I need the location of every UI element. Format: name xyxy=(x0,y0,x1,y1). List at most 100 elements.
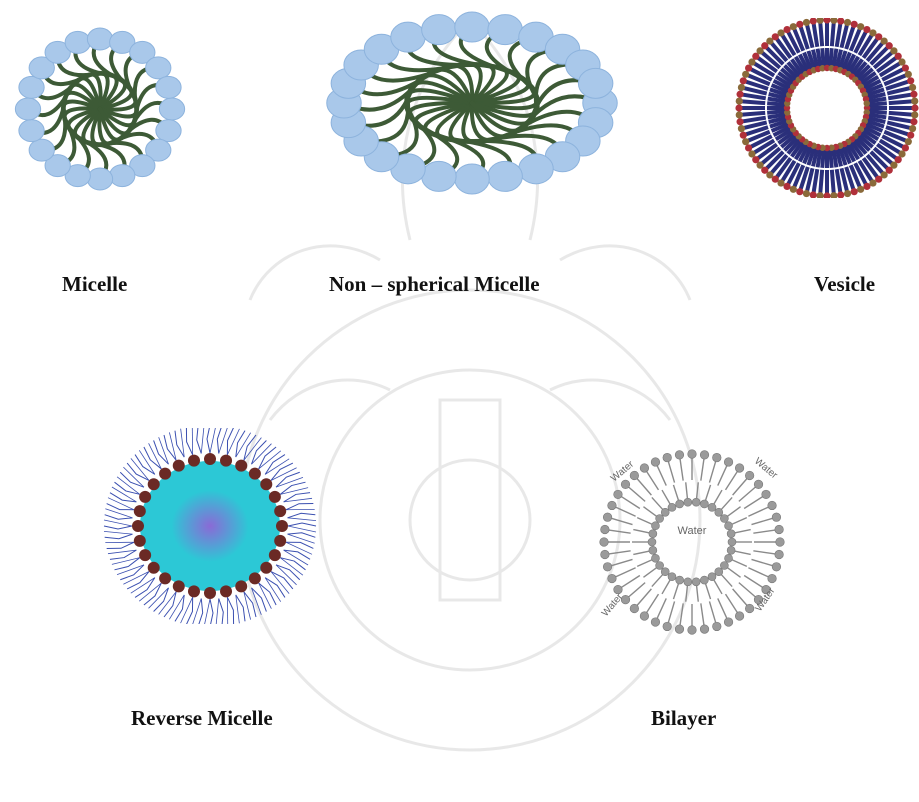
bilayer-head xyxy=(676,576,684,584)
reverse-tail xyxy=(265,455,285,475)
reverse-tail xyxy=(251,588,261,615)
bilayer-tail xyxy=(657,598,666,618)
bilayer-head xyxy=(649,530,657,538)
lipid-tail xyxy=(837,169,841,192)
bilayer-head xyxy=(745,471,754,480)
reverse-tail xyxy=(227,597,233,624)
bilayer-head xyxy=(700,451,709,460)
lipid-tail xyxy=(830,48,831,66)
lipid-tail xyxy=(767,111,785,112)
bilayer-head xyxy=(700,500,708,508)
bilayer-head xyxy=(603,562,612,571)
lipid-head xyxy=(816,18,823,24)
reverse-tail xyxy=(251,440,266,464)
bilayer-head xyxy=(745,604,754,613)
bilayer-head xyxy=(720,562,728,570)
reverse-head xyxy=(204,453,216,465)
bilayer-head xyxy=(768,574,777,583)
lipid-head xyxy=(745,64,752,71)
bilayer-tail xyxy=(637,589,651,606)
lipid-head xyxy=(803,190,810,197)
lipid-head xyxy=(823,18,830,24)
bilayer-head xyxy=(601,525,610,534)
lipid-head xyxy=(902,64,909,71)
lipid-tail xyxy=(814,24,818,47)
reverse-head xyxy=(134,505,146,517)
lipid-tail xyxy=(832,23,834,46)
bilayer-head xyxy=(663,622,672,631)
bilayer-head xyxy=(727,546,735,554)
reverse-head xyxy=(148,478,160,490)
bilayer-tail xyxy=(668,601,674,622)
lipid-head xyxy=(810,18,817,25)
bilayer-head xyxy=(768,501,777,510)
reverse-head xyxy=(139,549,151,561)
reverse-tail xyxy=(259,583,276,605)
bilayer-tail xyxy=(657,466,666,486)
lipid-tail xyxy=(820,23,822,46)
lipid-head xyxy=(857,186,864,193)
lipid-head xyxy=(851,21,858,28)
hydrophilic-head xyxy=(519,154,554,184)
water-label-inner: Water xyxy=(678,525,707,537)
bilayer-head xyxy=(700,625,709,634)
hydrophilic-head xyxy=(422,15,457,45)
hydrophilic-head xyxy=(422,161,457,191)
lipid-head xyxy=(736,118,743,125)
lipid-tail xyxy=(743,95,766,99)
bilayer-tail xyxy=(686,586,688,602)
water-label-top-right: Water xyxy=(752,456,780,482)
hydrophilic-head xyxy=(29,139,54,161)
bilayer-tail xyxy=(611,518,632,524)
bilayer-tail xyxy=(616,568,636,577)
bilayer-tail xyxy=(728,507,741,516)
hydrophilic-head xyxy=(19,76,44,98)
reverse-head xyxy=(269,549,281,561)
bilayer-tail xyxy=(637,560,652,567)
bilayer-tail xyxy=(652,575,663,587)
reverse-tail xyxy=(144,583,161,605)
lipid-head xyxy=(911,104,918,111)
bilayer-head xyxy=(762,490,771,499)
bilayer-tail xyxy=(753,551,775,554)
label-reverse-micelle: Reverse Micelle xyxy=(131,706,273,731)
lipid-head xyxy=(851,188,858,195)
bilayer-head xyxy=(603,513,612,522)
reverse-tail xyxy=(104,520,132,526)
lipid-head xyxy=(910,118,917,125)
lipid-head xyxy=(736,97,743,104)
bilayer-head xyxy=(772,513,781,522)
bilayer-tail xyxy=(652,497,663,509)
reverse-head xyxy=(249,572,261,584)
reverse-head xyxy=(220,455,232,467)
reverse-tail xyxy=(207,428,210,453)
bilayer-tail xyxy=(714,490,722,504)
reverse-head xyxy=(235,580,247,592)
bilayer-tail xyxy=(718,466,727,486)
reverse-tail xyxy=(276,477,303,487)
hydrophilic-head xyxy=(455,164,490,194)
reverse-head xyxy=(260,478,272,490)
bilayer-head xyxy=(715,568,723,576)
lipid-head xyxy=(736,91,743,98)
bilayer-head xyxy=(684,498,692,506)
lipid-tail xyxy=(767,103,785,104)
reverse-tail xyxy=(104,531,132,534)
reverse-head xyxy=(276,520,288,532)
lipid-head xyxy=(777,29,784,36)
lipid-head xyxy=(738,84,745,91)
bilayer-tail xyxy=(633,551,649,554)
lipid-head xyxy=(907,132,914,139)
bilayer-head xyxy=(661,508,669,516)
lipid-tail xyxy=(889,113,912,115)
bilayer-head xyxy=(776,538,785,547)
lipid-tail xyxy=(869,111,887,112)
bilayer-head xyxy=(775,525,784,534)
bilayer-head xyxy=(614,490,623,499)
bilayer-tail xyxy=(744,576,763,588)
lipid-head xyxy=(907,77,914,84)
bilayer-tail xyxy=(706,584,711,599)
bilayer-head xyxy=(676,500,684,508)
lipid-tail xyxy=(830,150,831,168)
hydrophilic-head xyxy=(87,168,112,190)
